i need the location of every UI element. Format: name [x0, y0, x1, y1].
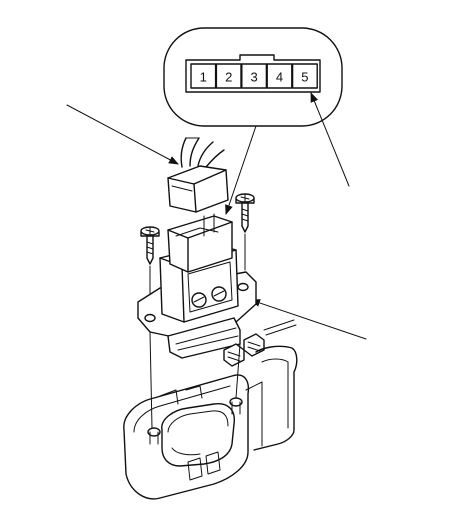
- terminal-cell-1: [190, 63, 217, 89]
- terminal-cell-3: [241, 63, 268, 89]
- terminal-cells: 1 2 3 4 5: [190, 63, 318, 89]
- terminal-number-1: 1: [200, 70, 207, 85]
- mounting-bracket: [123, 331, 298, 500]
- connector-face-inset: 1 2 3 4 5: [163, 27, 343, 127]
- terminal-number-2: 2: [225, 70, 232, 85]
- mounting-screw-right: [235, 193, 255, 271]
- terminal-number-4: 4: [276, 70, 283, 85]
- mounting-screw-left: [140, 226, 160, 301]
- harness-connector: [167, 137, 229, 213]
- connector-face-outline: [185, 54, 321, 93]
- pedal-arm: [263, 319, 295, 331]
- clip-nut-right: [243, 333, 265, 357]
- switch-assembly: [137, 213, 257, 359]
- terminal-cell-2: [215, 63, 242, 89]
- inset-pointer-leader: [225, 125, 257, 215]
- switch-leader: [250, 299, 367, 340]
- terminal-5-leader: [310, 92, 350, 187]
- terminal-number-3: 3: [250, 70, 257, 85]
- terminal-cell-5: [291, 63, 318, 89]
- terminal-number-5: 5: [301, 70, 308, 85]
- terminal-cell-4: [266, 63, 293, 89]
- harness-connector-leader: [66, 104, 179, 165]
